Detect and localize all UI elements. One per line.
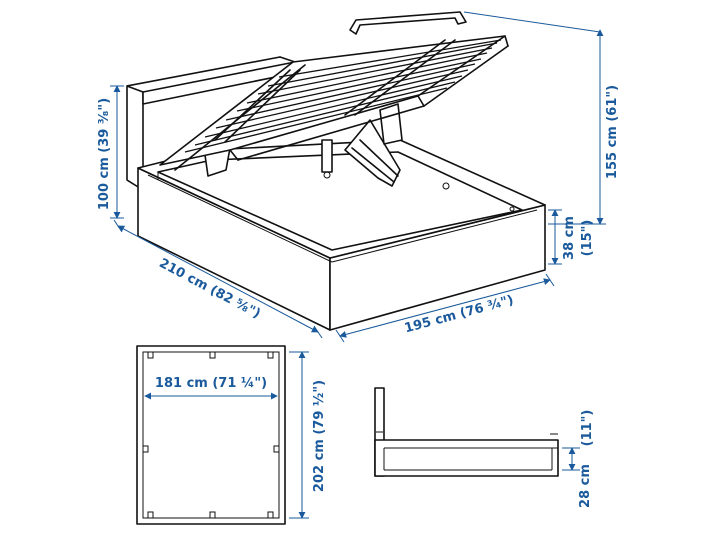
inner-length-label: 202 cm (79 ½") — [312, 380, 327, 492]
storage-depth-in-label: (11") — [580, 410, 595, 447]
lift-handle[interactable] — [349, 11, 467, 35]
plan-view: 181 cm (71 ¼") 202 cm (79 ½") — [136, 345, 327, 525]
inner-width-label: 181 cm (71 ¼") — [155, 376, 267, 391]
dimension-frame-height: 38 cm (15") — [548, 209, 595, 265]
bed-illustration — [126, 11, 546, 331]
storage-depth-cm-label: 28 cm — [578, 464, 593, 508]
lift-mechanism — [204, 103, 403, 187]
plan-outer-frame — [136, 345, 286, 525]
side-view: 28 cm (11") — [374, 387, 595, 508]
dimension-open-height: 155 cm (61") — [463, 11, 620, 225]
lifted-slat-base — [159, 11, 509, 171]
frame-height-in-label: (15") — [580, 220, 595, 257]
dimension-headboard-height: 100 cm (39 ³⁄₈") — [97, 85, 124, 219]
frame-height-cm-label: 38 cm — [562, 216, 577, 260]
side-frame — [374, 439, 559, 477]
open-height-label: 155 cm (61") — [605, 85, 620, 179]
headboard-height-label: 100 cm (39 ³⁄₈") — [97, 98, 112, 210]
